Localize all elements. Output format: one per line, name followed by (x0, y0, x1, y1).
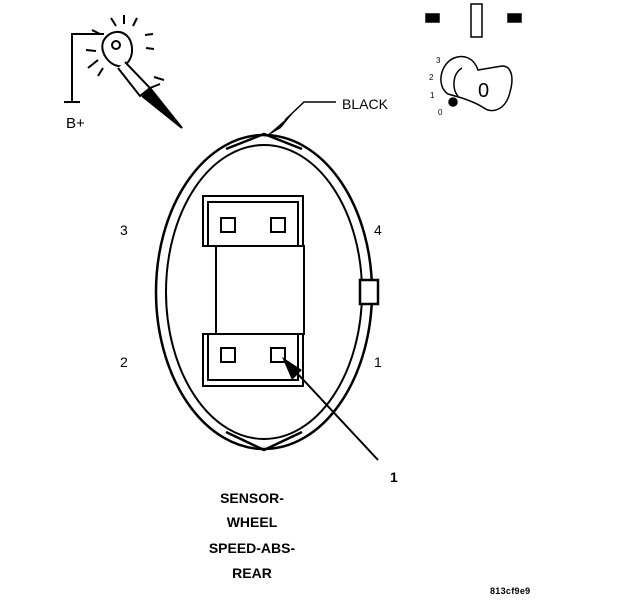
title-line-2: WHEEL (226, 514, 278, 530)
key-face-label: 0 (478, 80, 490, 102)
test-light-icon (64, 31, 183, 129)
title-line-3: SPEED-ABS- (208, 540, 296, 556)
cavity-4-label: 4 (374, 222, 382, 238)
key-position-0: 0 (438, 108, 443, 117)
cavity-3-label: 3 (120, 222, 128, 238)
cavity-1-label: 1 (374, 354, 382, 370)
wire-color-leader (264, 101, 336, 138)
figure-id: 813cf9e9 (490, 586, 531, 596)
key-position-2: 2 (429, 73, 434, 82)
wire-color-label: BLACK (342, 96, 388, 112)
key-position-1: 1 (430, 91, 435, 100)
light-rays-icon (85, 15, 155, 77)
title-line-4: REAR (232, 565, 272, 581)
title-line-1: SENSOR- (220, 490, 284, 506)
terminal-housing (202, 195, 305, 387)
key-position-3: 3 (436, 56, 441, 65)
battery-label: B+ (66, 115, 85, 132)
callout-number: 1 (390, 469, 398, 485)
sensor-connector (154, 132, 380, 452)
ignition-switch-icon (425, 3, 522, 112)
cavity-callout-arrow (282, 357, 379, 461)
cavity-2-label: 2 (120, 354, 128, 370)
